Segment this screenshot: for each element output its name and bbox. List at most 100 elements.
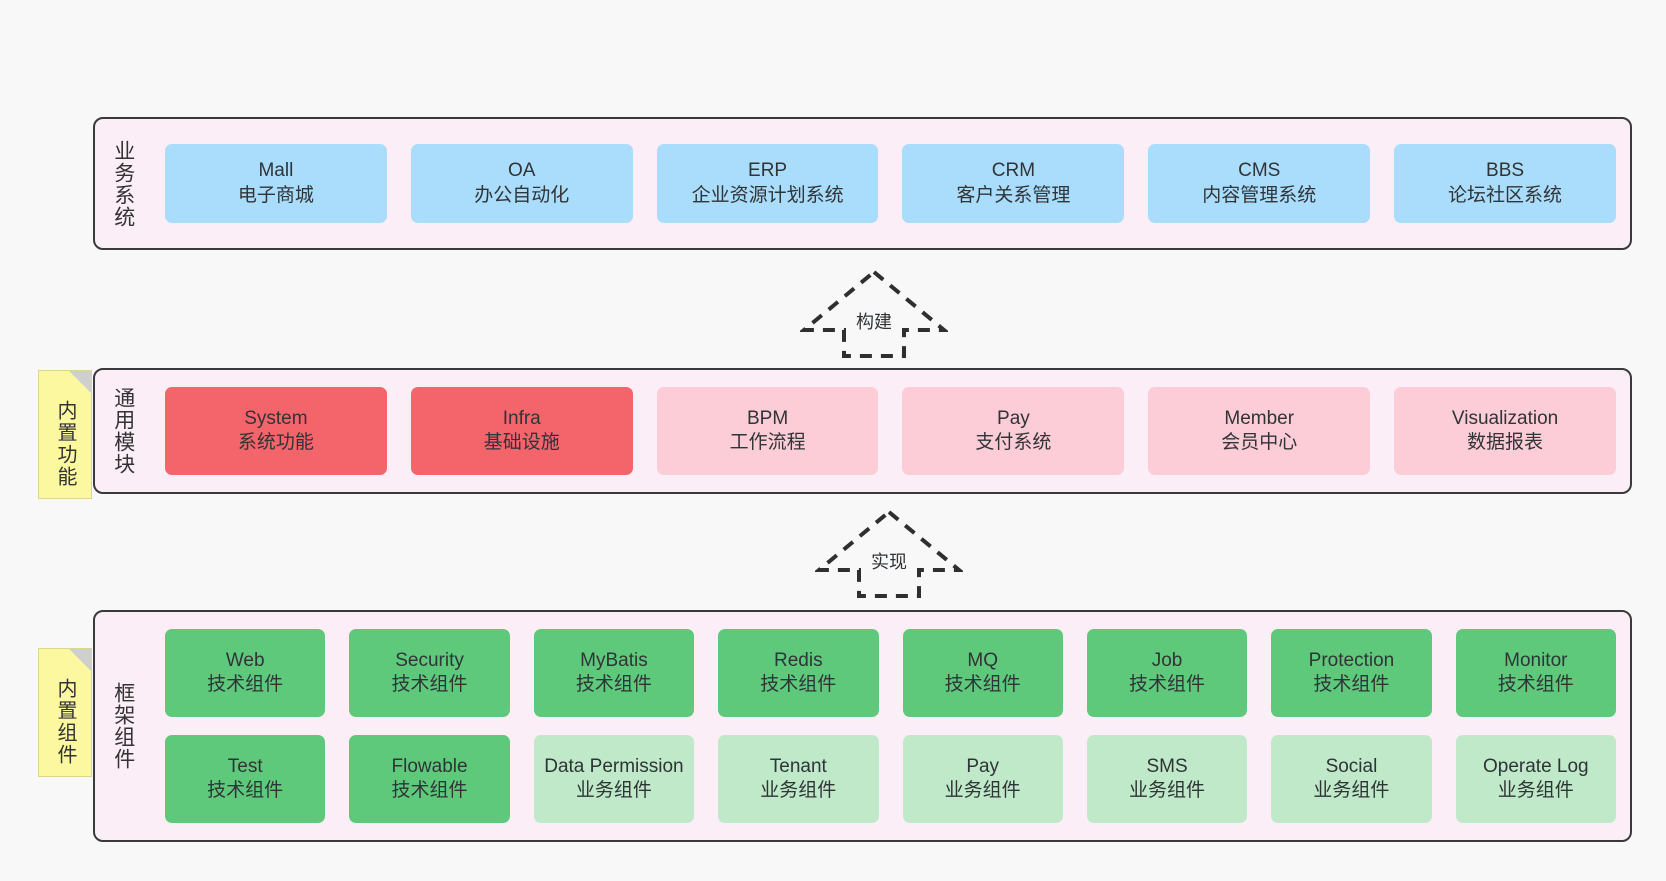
framework-biz-card-title: Social: [1325, 755, 1378, 777]
common-module-card-title: Visualization: [1451, 407, 1559, 429]
common-module-card-title: Infra: [502, 407, 541, 429]
common-module-card-subtitle: 基础设施: [483, 432, 560, 453]
business-system-card-subtitle: 电子商城: [237, 184, 314, 206]
framework-biz-card-title: Test: [227, 755, 263, 777]
framework-tech-card-title: MyBatis: [580, 649, 648, 671]
implement-arrow-glyph: [815, 509, 963, 598]
framework-tech-card-subtitle: 技术组件: [1313, 674, 1390, 695]
implement-arrow: 实现: [815, 508, 963, 598]
common-module-card-title: System: [244, 407, 308, 429]
framework-tech-card-subtitle: 技术组件: [1129, 674, 1206, 695]
business-system-card-subtitle: 企业资源计划系统: [691, 184, 844, 206]
framework-biz-card-title: Pay: [966, 755, 1000, 777]
build-arrow: 构建: [800, 268, 948, 358]
framework-tech-card[interactable]: Protection 技术组件: [1271, 629, 1432, 717]
build-arrow-glyph: [800, 269, 948, 358]
note-fold-corner-icon: [69, 371, 91, 393]
framework-tech-card[interactable]: Web 技术组件: [165, 629, 326, 717]
framework-biz-card-subtitle: 业务组件: [1129, 780, 1206, 801]
business-system-card-title: BBS: [1486, 160, 1525, 182]
framework-biz-card-subtitle: 业务组件: [760, 780, 837, 801]
common-module-card-title: BPM: [746, 407, 789, 429]
implement-arrow-label: 实现: [871, 552, 907, 572]
builtin-function-note-label: 内置功能: [54, 399, 76, 488]
common-module-card-title: Member: [1224, 407, 1295, 429]
framework-tech-card[interactable]: Security 技术组件: [349, 629, 510, 717]
business-system-card-subtitle: 论坛社区系统: [1448, 184, 1563, 206]
framework-biz-card-title: Operate Log: [1482, 755, 1589, 777]
framework-biz-card-subtitle: 技术组件: [391, 780, 468, 801]
note-fold-corner-icon: [69, 649, 91, 671]
common-module-card[interactable]: BPM 工作流程: [656, 387, 879, 475]
framework-tech-card-title: Monitor: [1504, 649, 1568, 671]
framework-tech-card[interactable]: Redis 技术组件: [718, 629, 879, 717]
common-module-card-subtitle: 工作流程: [729, 432, 806, 453]
common-module-card[interactable]: Infra 基础设施: [410, 387, 633, 475]
business-system-card-subtitle: 客户关系管理: [956, 184, 1071, 206]
common-module-layer-label: 通用模块: [111, 387, 135, 475]
common-module-card[interactable]: Pay 支付系统: [902, 387, 1125, 475]
framework-tech-card-title: MQ: [967, 649, 998, 671]
framework-tech-card-title: Web: [225, 649, 265, 671]
framework-biz-card[interactable]: Pay 业务组件: [902, 735, 1063, 823]
framework-tech-card-subtitle: 技术组件: [575, 674, 652, 695]
builtin-function-note: 内置功能: [38, 370, 92, 499]
framework-biz-card[interactable]: Tenant 业务组件: [718, 735, 879, 823]
builtin-component-note-label: 内置组件: [54, 677, 76, 766]
framework-biz-card-subtitle: 业务组件: [944, 780, 1021, 801]
framework-biz-card-subtitle: 技术组件: [207, 780, 284, 801]
business-system-card-subtitle: 办公自动化: [474, 184, 570, 206]
framework-tech-card[interactable]: Job 技术组件: [1086, 629, 1248, 717]
framework-biz-card[interactable]: Flowable 技术组件: [349, 735, 510, 823]
framework-tech-card-subtitle: 技术组件: [207, 674, 284, 695]
framework-component-layer-label: 框架组件: [111, 682, 135, 770]
common-module-card[interactable]: Member 会员中心: [1148, 387, 1371, 475]
framework-tech-card-subtitle: 技术组件: [760, 674, 837, 695]
framework-biz-card-subtitle: 业务组件: [575, 780, 652, 801]
framework-tech-card-title: Job: [1151, 649, 1183, 671]
framework-tech-card-subtitle: 技术组件: [391, 674, 468, 695]
framework-biz-card[interactable]: Operate Log 业务组件: [1455, 735, 1616, 823]
business-system-card-title: CMS: [1238, 160, 1281, 182]
framework-tech-card-title: Security: [395, 649, 464, 671]
build-arrow-label: 构建: [856, 312, 892, 332]
framework-biz-card-subtitle: 业务组件: [1497, 780, 1574, 801]
framework-tech-card-title: Redis: [774, 649, 823, 671]
common-module-card-subtitle: 会员中心: [1221, 432, 1298, 453]
framework-tech-card[interactable]: Monitor 技术组件: [1455, 629, 1616, 717]
framework-tech-card-title: Protection: [1308, 649, 1395, 671]
framework-tech-card-subtitle: 技术组件: [1497, 674, 1574, 695]
framework-biz-card[interactable]: Social 业务组件: [1271, 735, 1432, 823]
builtin-component-note: 内置组件: [38, 648, 92, 777]
framework-biz-card[interactable]: Test 技术组件: [165, 735, 326, 823]
framework-biz-card-subtitle: 业务组件: [1313, 780, 1390, 801]
common-module-card-title: Pay: [997, 407, 1030, 429]
common-module-card-subtitle: 支付系统: [975, 432, 1052, 453]
framework-biz-card-title: Tenant: [769, 755, 827, 777]
framework-tech-card[interactable]: MyBatis 技术组件: [533, 629, 695, 717]
business-system-layer-label: 业务系统: [111, 139, 135, 228]
framework-biz-card-title: Flowable: [391, 755, 468, 777]
business-system-card-title: Mall: [258, 160, 294, 182]
business-system-card-title: CRM: [991, 160, 1036, 182]
